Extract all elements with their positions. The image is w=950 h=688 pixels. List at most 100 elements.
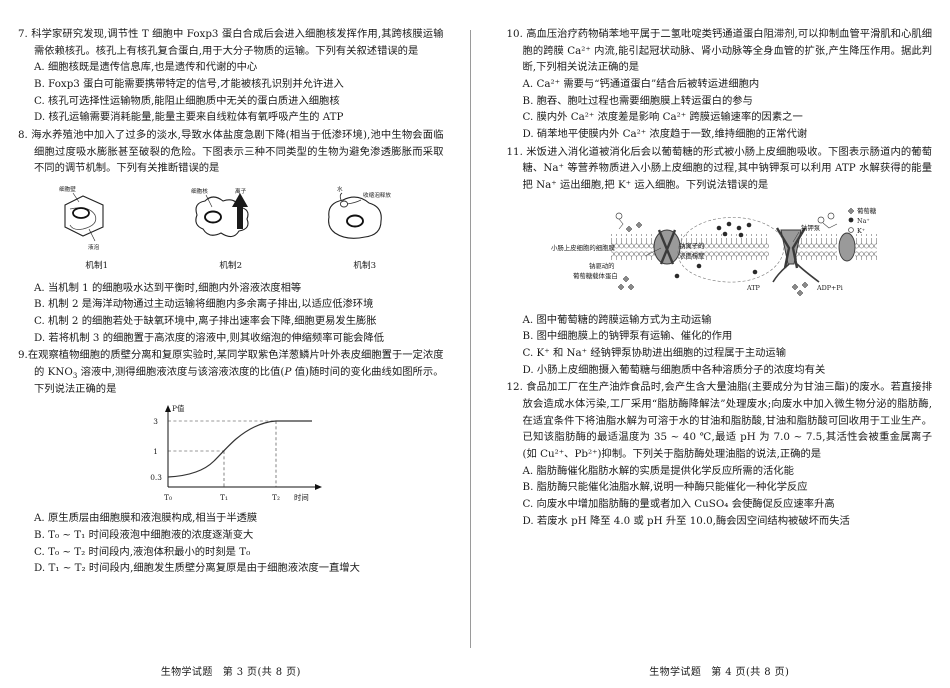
question-8-number: 8. [18,129,28,142]
p-value-chart: P值 时间 3 1 0.3 T₀ T₁ T₂ [150,404,322,502]
membrane-label-adp: ADP+Pi [816,284,843,292]
question-8: 8. 海水养殖池中加入了过多的淡水,导致水体盐度急剧下降(相当于低渗环境),池中… [18,127,444,346]
chart-xtick-t1: T₁ [220,493,228,502]
mechanism-1-label-cellwall: 细胞壁 [59,185,76,193]
question-8-stem: 8. 海水养殖池中加入了过多的淡水,导致水体盐度急剧下降(相当于低渗环境),池中… [18,127,444,177]
chart-curve [167,420,312,478]
question-7-option-a: A. 细胞核既是遗传信息库,也是遗传和代谢的中心 [34,61,258,74]
right-page-column: 10. 高血压治疗药物硝苯地平属于二氢吡啶类钙通道蛋白阻滞剂,可以抑制血管平滑肌… [483,26,933,682]
question-11-stem: 11. 米饭进入消化道被消化后会以葡萄糖的形式被小肠上皮细胞吸收。下图表示肠道内… [507,144,933,194]
question-7-number: 7. [18,28,28,40]
question-7: 7. 科学家研究发现,调节性 T 细胞中 Foxp3 蛋白合成后会进入细胞核发挥… [18,26,444,126]
question-11: 11. 米饭进入消化道被消化后会以葡萄糖的形式被小肠上皮细胞吸收。下图表示肠道内… [507,144,933,379]
mechanism-2-label-ion: 离子 [235,187,247,195]
mechanism-1-caption: 机制1 [85,260,109,271]
question-9-option-c-text: T₀ ~ T₂ 时间段内,液泡体积最小的时刻是 T₀ [48,545,251,558]
chart-ytick-03: 0.3 [150,473,162,482]
question-7-stem-text: 科学家研究发现,调节性 T 细胞中 Foxp3 蛋白合成后会进入细胞核发挥作用,… [31,28,444,57]
question-7-stem: 7. 科学家研究发现,调节性 T 细胞中 Foxp3 蛋白合成后会进入细胞核发挥… [18,26,444,59]
mechanism-3-caption: 机制3 [353,260,377,271]
left-footer-page: 第 3 页(共 8 页) [222,667,301,678]
question-10-stem-text: 高血压治疗药物硝苯地平属于二氢吡啶类钙通道蛋白阻滞剂,可以抑制血管平滑肌和心肌细… [522,28,933,74]
question-11-option-b: B. 图中细胞膜上的钠钾泵有运输、催化的作用 [522,330,733,343]
right-footer-subject: 生物学试题 [649,667,702,678]
legend-sodium-icon [848,217,854,223]
left-footer-subject: 生物学试题 [160,667,213,678]
three-cell-mechanism-figure: 细胞壁 液泡 机制1 细胞核 离子 [18,183,444,274]
question-11-option-a: A. 图中葡萄糖的跨膜运输方式为主动运输 [522,313,712,326]
question-10-stem: 10. 高血压治疗药物硝苯地平属于二氢吡啶类钙通道蛋白阻滞剂,可以抑制血管平滑肌… [507,26,933,76]
membrane-transport-figure: 小肠上皮细胞的细胞膜 钠驱动的 葡萄糖载体蛋白 钠离子的 浓度梯度 钠钾泵 AT… [507,198,933,306]
question-10-option-a: A. Ca²⁺ 需要与“钙通道蛋白”结合后被转运进细胞内 [522,78,760,91]
right-page-footer: 生物学试题第 4 页(共 8 页) [507,663,933,682]
question-10: 10. 高血压治疗药物硝苯地平属于二氢吡啶类钙通道蛋白阻滞剂,可以抑制血管平滑肌… [507,26,933,143]
column-divider [469,30,471,648]
question-9-stem-part-2: 溶液中,测得细胞液浓度与该溶液浓度的比值( [77,366,285,378]
chart-ytick-1: 1 [153,447,158,456]
question-8-option-a: A. 当机制 1 的细胞吸水达到平衡时,细胞内外溶液浓度相等 [34,281,302,294]
mechanism-3-label-vesicle-release: 收缩泡释放 [363,191,391,199]
question-12-number: 12. [506,381,523,394]
right-footer-page: 第 4 页(共 8 页) [711,667,790,678]
question-12-stem: 12. 食品加工厂在生产油炸食品时,会产生含大量油脂(主要成分为甘油三酯)的废水… [507,379,933,462]
question-8-option-d: D. 若将机制 3 的细胞置于高浓度的溶液中,则其收缩泡的伸缩频率可能会降低 [34,331,385,344]
membrane-label-pump: 钠钾泵 [801,223,821,232]
question-9-option-b-label: B. [34,529,45,542]
question-7-option-d: D. 核孔运输需要消耗能量,能量主要来自线粒体有氧呼吸产生的 ATP [34,111,344,124]
question-9: 9.在观察植物细胞的质壁分离和复原实验时,某同学取紫色洋葱鳞片叶外表皮细胞置于一… [18,347,444,577]
question-9-option-b: B. T₀ ~ T₁ 时间段液泡中细胞液的浓度逐渐变大 [18,527,444,544]
left-page-column: 7. 科学家研究发现,调节性 T 细胞中 Foxp3 蛋白合成后会进入细胞核发挥… [18,26,458,682]
question-9-option-c: C. T₀ ~ T₂ 时间段内,液泡体积最小的时刻是 T₀ [18,544,444,561]
question-9-option-b-text: T₀ ~ T₁ 时间段液泡中细胞液的浓度逐渐变大 [48,529,254,542]
question-9-stem: 9.在观察植物细胞的质壁分离和复原实验时,某同学取紫色洋葱鳞片叶外表皮细胞置于一… [18,347,444,397]
question-9-p-symbol: P [284,366,292,378]
question-9-option-d-text: T₁ ~ T₂ 时间段内,细胞发生质壁分离复原是由于细胞液浓度一直增大 [48,562,360,575]
mechanism-2-label-nucleus: 细胞核 [191,187,208,195]
question-12-stem-text: 食品加工厂在生产油炸食品时,会产生含大量油脂(主要成分为甘油三酯)的废水。若直接… [522,381,933,461]
chart-xlabel: 时间 [294,493,309,502]
question-9-subscript: 3 [72,372,78,381]
question-9-option-c-label: C. [34,545,45,558]
p-value-chart-figure: P值 时间 3 1 0.3 T₀ T₁ T₂ [18,401,444,506]
membrane-label-gradient-line1: 钠离子的 [679,241,705,250]
question-11-stem-text: 米饭进入消化道被消化后会以葡萄糖的形式被小肠上皮细胞吸收。下图表示肠道内的葡萄糖… [522,145,933,192]
mechanism-1-figure: 细胞壁 液泡 机制1 [43,183,151,274]
question-8-option-b: B. 机制 2 是海洋动物通过主动运输将细胞内多余离子排出,以适应低渗环境 [34,298,374,311]
mechanism-3-figure: 水 收缩泡释放 机制3 [311,183,419,274]
question-11-number: 11. [506,145,523,158]
legend-potassium-text: K⁺ [857,227,865,235]
question-12-option-b: B. 脂肪酶只能催化油脂水解,说明一种酶只能催化一种化学反应 [522,481,808,494]
legend-glucose-text: 葡萄糖 [857,206,877,215]
membrane-legend: 葡萄糖 Na⁺ K⁺ [847,206,877,235]
question-12-option-a: A. 脂肪酶催化脂肪水解的实质是提供化学反应所需的活化能 [522,464,794,477]
question-7-option-c: C. 核孔可选择性运输物质,能阻止细胞质中无关的蛋白质进入细胞核 [34,94,340,107]
mechanism-2-diagram: 细胞核 离子 [191,187,249,238]
question-9-stem-part-1: 在观察植物细胞的质壁分离和复原实验时,某同学取紫色洋葱鳞片叶外表皮细胞置于一定浓… [27,349,444,378]
legend-potassium-icon [848,226,855,233]
question-12-option-c: C. 向废水中增加脂肪酶的量或者加入 CuSO₄ 会使酶促反应速率升高 [522,498,835,511]
chart-ytick-3: 3 [153,417,158,426]
question-9-option-a-label: A. [34,512,45,525]
question-9-number: 9. [18,349,28,362]
left-page-footer: 生物学试题第 3 页(共 8 页) [18,663,444,682]
question-11-option-c: C. K⁺ 和 Na⁺ 经钠钾泵协助进出细胞的过程属于主动运输 [522,347,787,360]
question-9-option-a-text: 原生质层由细胞膜和液泡膜构成,相当于半透膜 [48,512,258,525]
membrane-label-cell-membrane: 小肠上皮细胞的细胞膜 [551,243,616,252]
chart-xtick-t2: T₂ [272,493,280,502]
question-9-stem-part-3: 值)随时间的变化曲线如图所示。下列说法正确的是 [34,366,444,395]
mechanism-3-label-water: 水 [337,185,343,193]
membrane-transport-diagram: 小肠上皮细胞的细胞膜 钠驱动的 葡萄糖载体蛋白 钠离子的 浓度梯度 钠钾泵 AT… [551,206,878,297]
question-10-option-c: C. 膜内外 Ca²⁺ 浓度差是影响 Ca²⁺ 跨膜运输速率的因素之一 [522,111,803,124]
question-12: 12. 食品加工厂在生产油炸食品时,会产生含大量油脂(主要成分为甘油三酯)的废水… [507,379,933,529]
chart-ylabel: P值 [172,404,185,413]
question-9-option-d-label: D. [34,562,46,575]
question-10-option-d: D. 硝苯地平使膜内外 Ca²⁺ 浓度趋于一致,维持细胞的正常代谢 [522,128,808,141]
question-11-option-d: D. 小肠上皮细胞摄入葡萄糖与细胞质中各种溶质分子的浓度均有关 [522,363,826,376]
membrane-label-gradient-line2: 浓度梯度 [679,251,705,260]
legend-glucose-icon [847,207,855,215]
question-9-option-d: D. T₁ ~ T₂ 时间段内,细胞发生质壁分离复原是由于细胞液浓度一直增大 [18,560,444,577]
mechanism-1-label-vacuole: 液泡 [88,243,100,251]
question-10-number: 10. [506,28,523,40]
question-8-stem-text: 海水养殖池中加入了过多的淡水,导致水体盐度急剧下降(相当于低渗环境),池中生物会… [31,129,444,175]
